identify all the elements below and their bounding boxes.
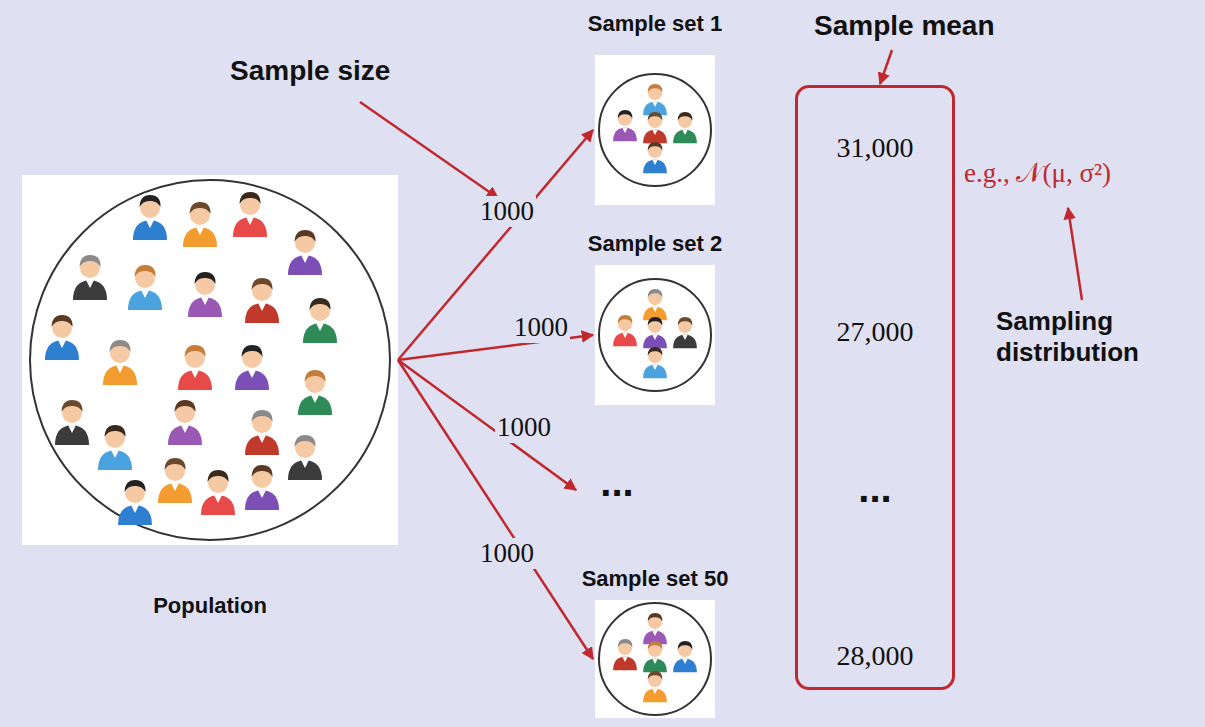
person-icon [98, 425, 132, 470]
sample-mean-value: 28,000 [837, 640, 914, 672]
sample-panel [595, 265, 715, 405]
sample-arrow [398, 130, 593, 360]
sample-set: Sample set 1 [595, 55, 715, 205]
sample-mean-box: 31,000 27,000... 28,000 [795, 85, 955, 690]
sample-panel [595, 600, 715, 718]
people-icons [45, 84, 697, 703]
leader-arrow [1068, 208, 1082, 300]
person-icon [643, 84, 667, 116]
person-icon [673, 112, 697, 144]
population-panel: Population [22, 175, 398, 545]
person-icon [183, 202, 217, 247]
person-icon [288, 435, 322, 480]
person-icon [643, 671, 667, 703]
person-icon [73, 255, 107, 300]
person-icon [201, 470, 235, 515]
person-icon [235, 345, 269, 390]
sample-size-number: 1000 [495, 412, 553, 443]
person-icon [613, 639, 637, 671]
callout-label: Sample size [228, 55, 392, 87]
population-circle [30, 180, 390, 540]
person-icon [673, 317, 697, 349]
node-title: Sample set 2 [588, 231, 723, 257]
person-icon [55, 400, 89, 445]
person-icon [45, 315, 79, 360]
person-icon [245, 410, 279, 455]
leader-arrow [880, 50, 892, 84]
person-icon [103, 340, 137, 385]
person-icon [613, 315, 637, 347]
person-icon [643, 289, 667, 321]
sample-panel [595, 55, 715, 205]
person-icon [178, 345, 212, 390]
population-panel [22, 175, 398, 545]
node-title: Population [153, 593, 267, 619]
ellipsis: ... [598, 462, 635, 502]
person-icon [188, 272, 222, 317]
sample-size-number: 1000 [478, 538, 536, 569]
person-icon [643, 142, 667, 174]
callout-label: Sample mean [812, 10, 997, 42]
sample-circle [599, 279, 711, 391]
person-icon [233, 192, 267, 237]
person-icon [245, 465, 279, 510]
sample-mean-value: 31,000 [837, 132, 914, 164]
person-icon [643, 317, 667, 349]
person-icon [158, 458, 192, 503]
person-icon [168, 400, 202, 445]
sample-size-number: 1000 [478, 196, 536, 227]
sample-arrow [398, 360, 593, 659]
person-icon [643, 613, 667, 645]
sample-mean-value: ... [858, 468, 891, 508]
node-title: Sample set 1 [588, 11, 723, 37]
person-icon [245, 278, 279, 323]
sample-circle [599, 603, 711, 715]
distribution-formula: e.g., 𝒩(μ, σ²) [962, 158, 1113, 189]
person-icon [128, 265, 162, 310]
person-icon [118, 480, 152, 525]
leader-arrow [360, 102, 498, 198]
person-icon [643, 641, 667, 673]
person-icon [643, 347, 667, 379]
sample-size-number: 1000 [512, 312, 570, 343]
person-icon [643, 112, 667, 144]
sample-circle [599, 74, 711, 186]
person-icon [298, 370, 332, 415]
callout-label: Sampling distribution [994, 306, 1188, 368]
node-title: Sample set 50 [582, 566, 729, 592]
person-icon [613, 110, 637, 142]
sample-set: Sample set 50 [595, 600, 715, 718]
person-icon [133, 195, 167, 240]
sample-set: Sample set 2 [595, 265, 715, 405]
person-icon [303, 298, 337, 343]
sample-arrow [398, 360, 576, 490]
sample-mean-value: 27,000 [837, 316, 914, 348]
person-icon [673, 641, 697, 673]
person-icon [288, 230, 322, 275]
